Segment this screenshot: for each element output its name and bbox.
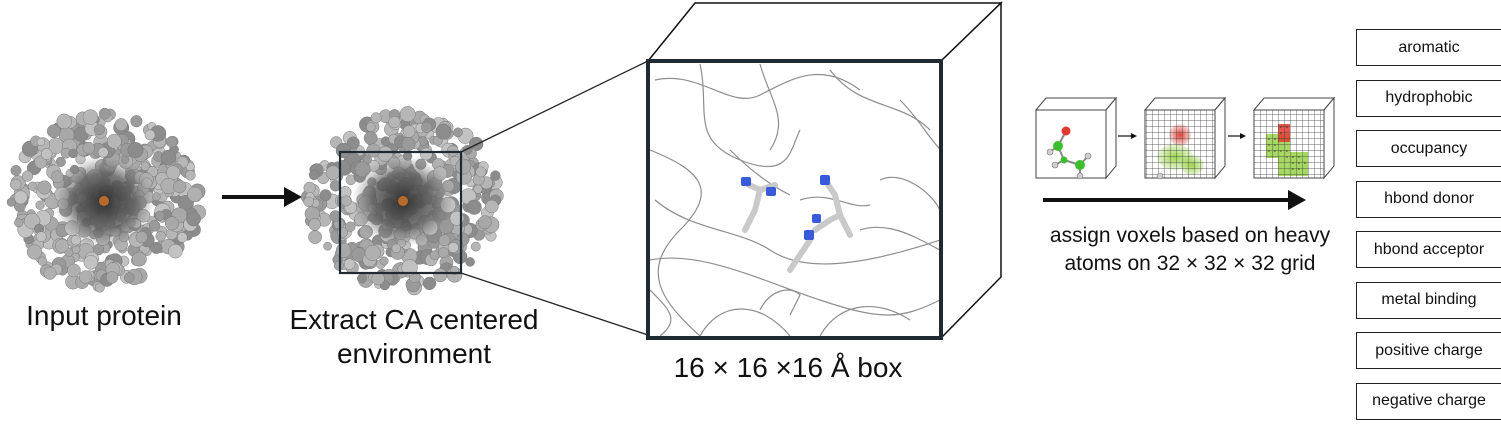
svg-text:c: c bbox=[1280, 124, 1282, 129]
long-arrow-icon bbox=[1043, 190, 1306, 210]
svg-text:c: c bbox=[1274, 148, 1276, 153]
projection-line-top bbox=[460, 60, 649, 153]
svg-text:c: c bbox=[1286, 154, 1288, 159]
channel-box-occupancy: occupancy bbox=[1356, 130, 1501, 167]
svg-text:c: c bbox=[1268, 148, 1270, 153]
voxel-assignment-caption: assign voxels based on heavy atoms on 32… bbox=[1049, 224, 1331, 275]
svg-text:c: c bbox=[1292, 160, 1294, 165]
channel-box-aromatic: aromatic bbox=[1356, 29, 1501, 66]
svg-text:c: c bbox=[1280, 130, 1282, 135]
input-protein-image bbox=[6, 107, 207, 293]
svg-text:c: c bbox=[1292, 154, 1294, 159]
small-arrow-icon bbox=[1118, 133, 1137, 139]
small-arrow-icon bbox=[1228, 133, 1246, 139]
nitrogen-atom bbox=[812, 214, 821, 223]
svg-text:c: c bbox=[1274, 142, 1276, 147]
environment-selection-box bbox=[338, 150, 463, 275]
box-size-caption: 16 × 16 ×16 Å box bbox=[673, 352, 903, 383]
svg-text:c: c bbox=[1298, 154, 1300, 159]
voxel-grid-cube bbox=[1143, 96, 1227, 180]
channel-box-hbond-donor: hbond donor bbox=[1356, 180, 1501, 218]
nitrogen-atom bbox=[766, 187, 776, 196]
svg-text:c: c bbox=[1304, 160, 1306, 165]
extracted-protein-image bbox=[300, 106, 504, 296]
svg-text:c: c bbox=[1280, 148, 1282, 153]
arrow-right-icon bbox=[222, 187, 302, 207]
projection-line-bottom bbox=[460, 272, 649, 336]
nitrogen-atom bbox=[820, 175, 830, 185]
environment-structure-view bbox=[646, 59, 943, 340]
active-site-marker bbox=[398, 196, 408, 206]
input-protein-caption: Input protein bbox=[26, 300, 182, 331]
molecule-cube bbox=[1034, 96, 1118, 180]
svg-text:c: c bbox=[1292, 166, 1294, 171]
channel-box-metal-binding: metal binding bbox=[1356, 281, 1501, 319]
svg-text:c: c bbox=[1298, 160, 1300, 165]
svg-text:c: c bbox=[1268, 136, 1270, 141]
feature-channel-list: aromatic hydrophobic occupancy hbond don… bbox=[1356, 29, 1501, 433]
nitrogen-atom bbox=[804, 230, 814, 240]
svg-text:c: c bbox=[1274, 136, 1276, 141]
channel-box-negative-charge: negative charge bbox=[1356, 382, 1501, 420]
svg-text:c: c bbox=[1298, 166, 1300, 171]
nitrogen-atom bbox=[741, 177, 751, 186]
channel-box-positive-charge: positive charge bbox=[1356, 332, 1501, 369]
svg-text:c: c bbox=[1286, 124, 1288, 129]
extract-environment-caption: Extract CA centered environment bbox=[289, 304, 539, 369]
svg-text:c: c bbox=[1286, 148, 1288, 153]
svg-text:c: c bbox=[1268, 142, 1270, 147]
channel-box-hydrophobic: hydrophobic bbox=[1356, 79, 1501, 117]
active-site-marker bbox=[99, 196, 109, 206]
channel-box-hbond-acceptor: hbond acceptor bbox=[1356, 231, 1501, 268]
